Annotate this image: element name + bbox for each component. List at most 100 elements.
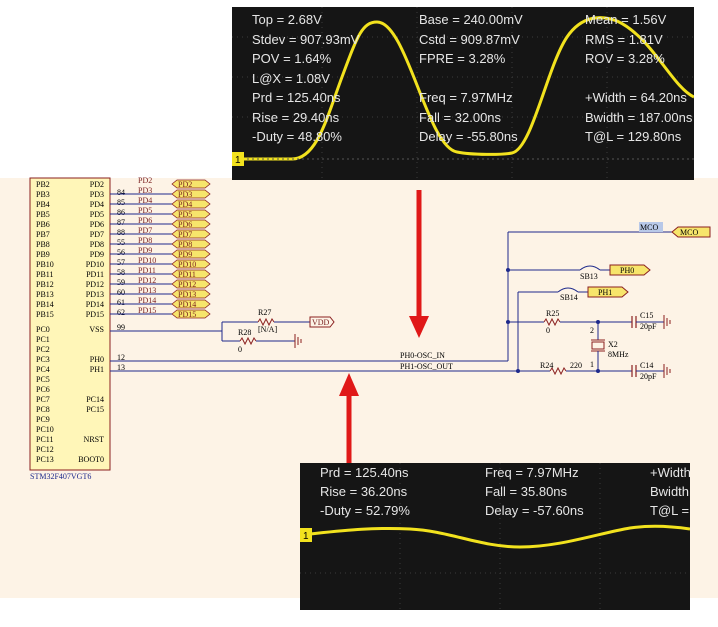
pin-label: PD7 [178,230,192,239]
mco-net-label: MCO [640,223,658,232]
pin-label: PC0 [36,325,50,334]
pin-label: PD5 [178,210,192,219]
pin-label: PD6 [178,220,192,229]
pin-label: PD3 [178,190,192,199]
pin-label: PD8 [178,240,192,249]
pin-label: PB2 [36,180,50,189]
measurement-value: Freq = 7.97MHz [419,90,513,105]
mco-port [671,226,711,238]
x2-crystal [591,341,605,350]
r25-resistor [543,317,561,327]
pin-label: PC9 [36,415,50,424]
pin-label: 57 [117,258,125,267]
pin-label: PD4 [178,200,192,209]
pin-label: PD14 [138,296,156,305]
sb14-label: SB14 [560,293,578,302]
mcu-body [29,177,111,471]
pin-label: PB5 [36,210,50,219]
pin-label: PD12 [178,280,196,289]
pin-label: PC1 [36,335,50,344]
pin-label: PD10 [86,260,104,269]
pin-label: PD11 [178,270,196,279]
measurement-value: Top = 2.68V [252,12,322,27]
pin-label: PC10 [36,425,54,434]
pin-label: PD13 [178,290,196,299]
pin-label: 86 [117,208,125,217]
r25-ref: R25 [546,309,559,318]
scope-top-trace [242,16,694,161]
r25-value: 0 [546,326,550,335]
pin-label: PD15 [86,310,104,319]
c14-ref: C14 [640,361,653,370]
r28-resistor [239,336,257,346]
measurement-value: Delay = -55.80ns [419,129,518,144]
pin-label: PC6 [36,385,50,394]
x2-pin1: 1 [590,360,594,369]
scope-bottom-trace [300,524,690,549]
measurement-value: FPRE = 3.28% [419,51,506,66]
pd-port [171,279,211,289]
r24-resistor [549,366,567,376]
r27-ref: R27 [258,308,271,317]
pin-label: PB14 [36,300,54,309]
pin-label: PC8 [36,405,50,414]
measurement-value: +Width = 64.20ns [585,90,687,105]
x2-pin2: 2 [590,326,594,335]
pin-label: PC12 [36,445,54,454]
pin-label: PD2 [90,180,104,189]
pin-label: PD4 [90,200,104,209]
measurement-value: Rise = 36.20ns [320,484,408,499]
x2-ref: X2 [608,340,618,349]
pin-label: PD5 [138,206,152,215]
pin-label: NRST [84,435,105,444]
pin-label: PB13 [36,290,54,299]
measurement-value: Mean = 1.56V [585,12,667,27]
pd-port [171,299,211,309]
junction-dot [596,369,600,373]
measurement-value: Cstd = 909.87mV [419,31,520,47]
r24-value: 220 [570,361,582,370]
pin-label: PB3 [36,190,50,199]
ph1-port-label: PH1 [598,288,612,297]
pin-label: BOOT0 [78,455,104,464]
measurement-value: Fall = 35.80ns [485,484,568,499]
pin-label: PC15 [86,405,104,414]
pin-label: PC13 [36,455,54,464]
pin-label: 12 [117,353,125,362]
pin-label: PD8 [90,240,104,249]
measurement-value: Prd = 125.40ns [320,465,409,480]
pin-label: PD15 [138,306,156,315]
pin-label: 55 [117,238,125,247]
mco-port-label: MCO [680,228,698,237]
r28-value: 0 [238,345,242,354]
pin-label: 84 [117,188,125,197]
pin-label: PD11 [138,266,156,275]
measurement-value: -Duty = 52.79% [320,503,410,518]
pin-label: 87 [117,218,125,227]
ph0-port [609,264,651,276]
r27-resistor [257,317,275,327]
pin-label: 61 [117,298,125,307]
pin-label: VSS [89,325,104,334]
pin-label: PB7 [36,230,50,239]
pd-port [171,259,211,269]
pin-label: PD12 [138,276,156,285]
sb13-label: SB13 [580,272,598,281]
pd-port [171,289,211,299]
pd-port [171,179,211,189]
vdd-label: VDD [312,318,330,327]
c15-ref: C15 [640,311,653,320]
ph0-port-label: PH0 [620,266,634,275]
pin-label: PH1 [90,365,104,374]
pin-label: PC4 [36,365,50,374]
pin-label: PD9 [90,250,104,259]
pin-label: PB12 [36,280,54,289]
measurement-value: RMS = 1.81V [585,31,663,47]
pd-port [171,219,211,229]
red-arrow-up [339,373,359,468]
pin-label: PD10 [178,260,196,269]
pin-label: PD3 [138,186,152,195]
sb14-bridge [557,287,579,293]
pin-label: PC3 [36,355,50,364]
pd-port [171,269,211,279]
